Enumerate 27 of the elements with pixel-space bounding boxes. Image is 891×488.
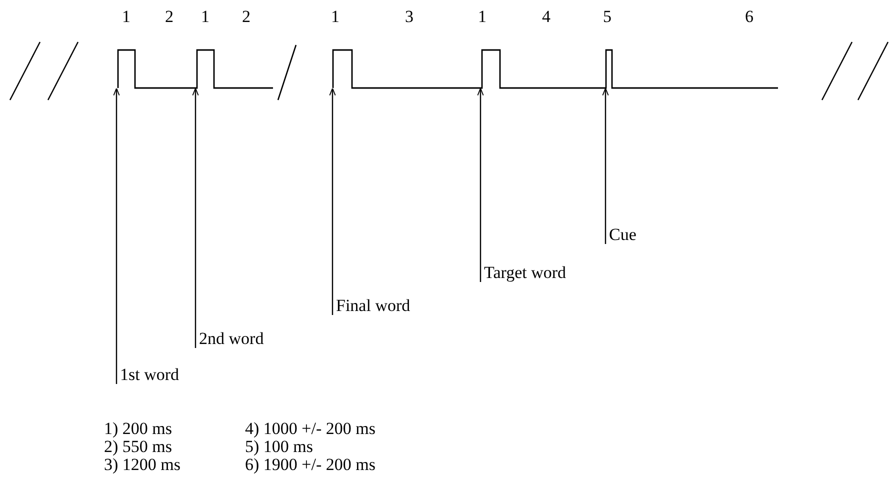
leader-arrow (477, 88, 484, 282)
interval-number: 2 (242, 8, 250, 26)
legend-text: 3) 1200 ms (104, 456, 180, 474)
interval-number: 1 (122, 8, 130, 26)
event-label: 2nd word (195, 330, 264, 348)
leader-arrow (113, 88, 120, 384)
legend-text: 4) 1000 +/- 200 ms (245, 420, 376, 438)
event-label: Cue (605, 226, 636, 244)
interval-number: 1 (478, 8, 486, 26)
interval-number: 1 (201, 8, 210, 26)
event-label: 1st word (116, 366, 180, 384)
interval-number: 5 (603, 8, 612, 26)
interval-number: 4 (542, 8, 550, 26)
interval-number: 2 (165, 8, 174, 26)
interval-number: 6 (745, 8, 754, 26)
legend-text: 2) 550 ms (104, 438, 172, 456)
leader-arrow (602, 88, 609, 244)
event-label: Final word (332, 297, 410, 315)
legend-text: 1) 200 ms (104, 420, 172, 438)
interval-number: 1 (331, 8, 340, 26)
timing-waveform (117, 49, 779, 89)
leader-arrow (329, 88, 336, 315)
interval-number: 3 (405, 8, 414, 26)
legend-text: 6) 1900 +/- 200 ms (245, 456, 376, 474)
leader-arrow (192, 88, 199, 348)
legend-text: 5) 100 ms (245, 438, 313, 456)
event-label: Target word (480, 264, 566, 282)
